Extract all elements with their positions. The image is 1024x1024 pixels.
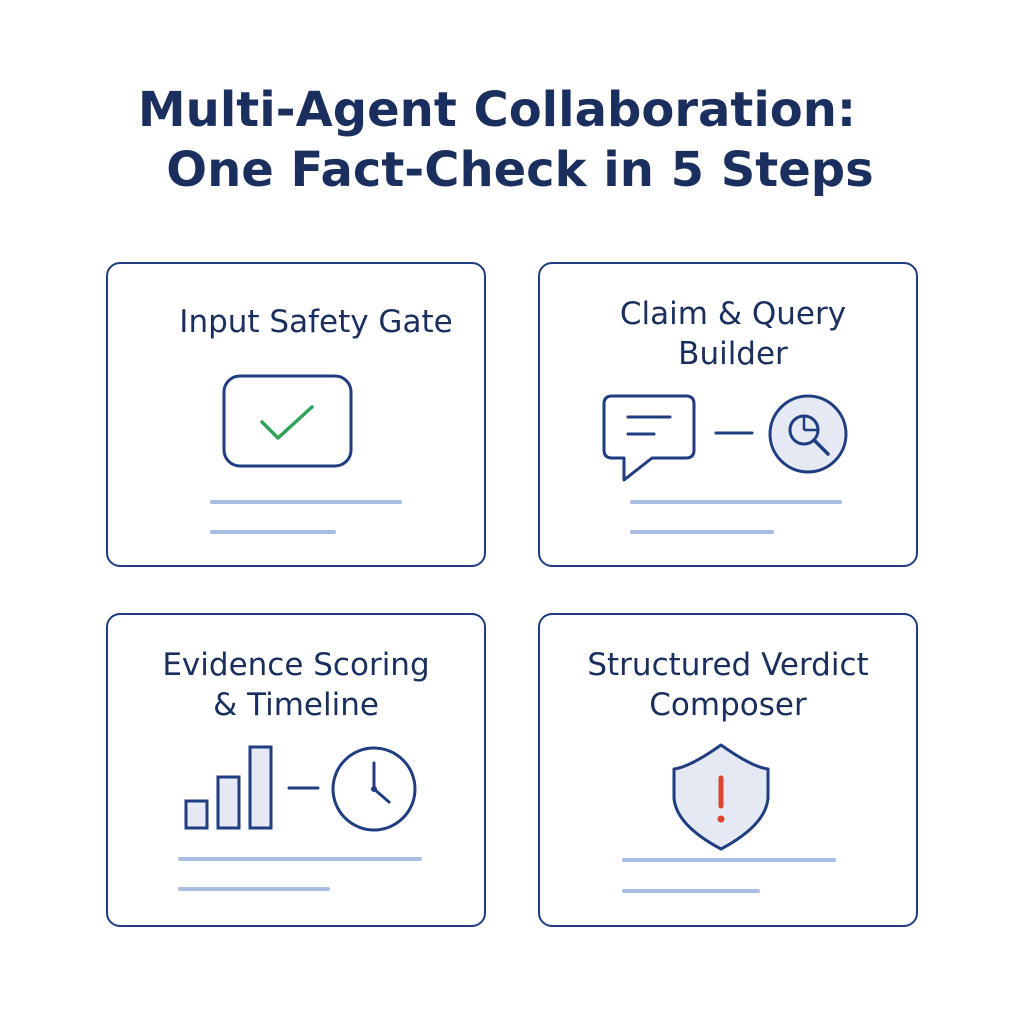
card-illustration — [178, 745, 422, 891]
step-card-evidence-scoring-timeline: Evidence Scoring & Timeline — [106, 613, 486, 927]
title-line-1: Multi-Agent Collaboration: — [137, 82, 857, 138]
step-card-claim-query-builder: Claim & Query Builder — [538, 262, 918, 567]
step-title: Claim & Query Builder — [619, 296, 847, 372]
card-illustration — [622, 743, 836, 893]
bar-chart-icon — [184, 745, 273, 830]
title-line-2: One Fact-Check in 5 Steps — [166, 142, 874, 198]
step-card-input-safety-gate: Input Safety Gate — [106, 262, 486, 567]
card-illustration — [602, 394, 848, 534]
card-illustration — [210, 374, 402, 534]
step-title: Evidence Scoring & Timeline — [162, 647, 430, 723]
step-title: Input Safety Gate — [179, 304, 453, 340]
shield-alert-icon — [672, 743, 770, 851]
diagram-title: Multi-Agent Collaboration: One Fact-Chec… — [0, 80, 1024, 200]
chat-bubble-icon — [602, 394, 696, 482]
search-icon — [768, 394, 848, 474]
clock-icon — [331, 746, 417, 832]
step-title: Structured Verdict Composer — [587, 647, 869, 723]
checkmark-box-icon — [222, 374, 353, 468]
step-card-structured-verdict-composer: Structured Verdict Composer — [538, 613, 918, 927]
